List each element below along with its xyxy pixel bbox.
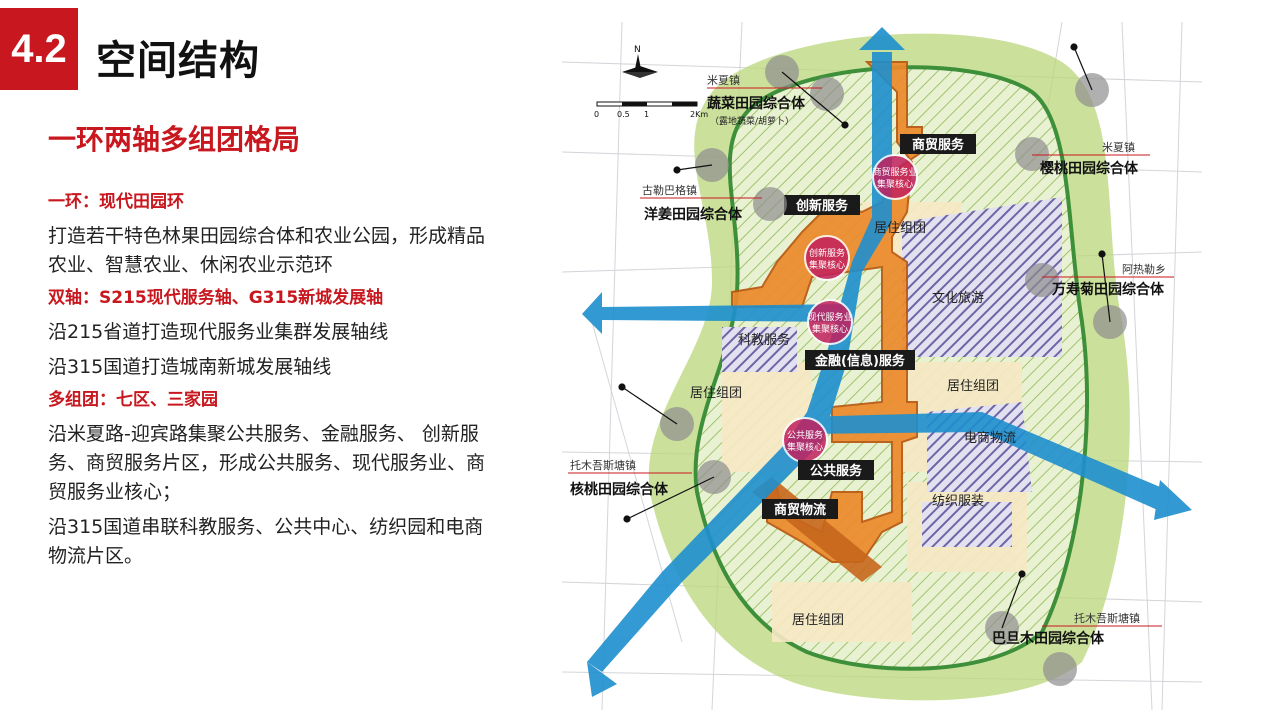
zone-label-kejiao: 科教服务 — [738, 332, 790, 348]
text-block: 一环：现代田园环 打造若干特色林果田园综合体和农业公园，形成精品农业、智慧农业、… — [48, 190, 488, 577]
body-axis-315: 沿315国道打造城南新城发展轴线 — [48, 356, 332, 378]
scale-tick-1: 1 — [644, 110, 649, 119]
service-cores — [782, 154, 918, 463]
scale-tick-2: 2Km — [690, 110, 708, 119]
park-name-4: 万寿菊田园综合体 — [1051, 281, 1165, 298]
body-clusters-2: 沿315国道串联科教服务、公共中心、纺织园和电商物流片区。 — [48, 516, 484, 567]
zone-label-shangmao: 商贸服务 — [912, 137, 965, 153]
park-town-3: 古勒巴格镇 — [642, 183, 697, 197]
scale-bar: 0 0.5 1 2Km — [594, 101, 708, 119]
purple-zones — [722, 197, 1062, 547]
park-town-5: 托木吾斯塘镇 — [570, 458, 636, 472]
zone-label-juzhu4: 居住组团 — [792, 613, 844, 628]
heading-clusters: 多组团：七区、三家园 — [48, 390, 218, 410]
park-note-1: （露地蔬菜/胡萝卜） — [710, 115, 794, 127]
section-title: 空间结构 — [96, 38, 260, 84]
north-label: N — [634, 45, 641, 55]
zone-label-juzhu2: 居住组团 — [690, 386, 742, 401]
park-leaders — [618, 43, 1111, 629]
park-town-6: 托木吾斯塘镇 — [1074, 611, 1140, 625]
zone-label-gonggong: 公共服务 — [810, 463, 863, 479]
park-name-3: 洋姜田园综合体 — [644, 206, 743, 223]
park-name-1: 蔬菜田园综合体 — [707, 95, 806, 112]
park-town-4: 阿热勒乡 — [1122, 263, 1166, 276]
spatial-structure-map: 商贸服务业 集聚核心 创新服务 集聚核心 现代服务业 集聚核心 公共服务 集聚核… — [562, 22, 1202, 710]
heading-ring: 一环：现代田园环 — [48, 192, 184, 212]
scale-tick-05: 0.5 — [617, 110, 630, 119]
core-label-1b: 集聚核心 — [877, 178, 913, 190]
body-axis-215: 沿215省道打造现代服务业集群发展轴线 — [48, 321, 389, 343]
park-town-1: 米夏镇 — [707, 73, 740, 87]
core-label-3a: 现代服务业 — [807, 311, 852, 323]
park-town-2: 米夏镇 — [1102, 140, 1135, 154]
core-label-4a: 公共服务 — [787, 429, 823, 441]
subtitle: 一环两轴多组团格局 — [48, 123, 301, 156]
park-name-2: 樱桃田园综合体 — [1040, 160, 1139, 177]
zone-label-fangzhi: 纺织服装 — [932, 494, 984, 509]
body-clusters-1: 沿米夏路-迎宾路集聚公共服务、金融服务、 创新服务、商贸服务片区，形成公共服务、… — [48, 423, 486, 503]
scale-tick-0: 0 — [594, 110, 599, 119]
zone-label-chuangxin: 创新服务 — [795, 198, 849, 214]
core-label-3b: 集聚核心 — [812, 323, 848, 335]
zone-label-juzhu1: 居住组团 — [874, 221, 926, 236]
body-ring: 打造若干特色林果田园综合体和农业公园，形成精品农业、智慧农业、休闲农业示范环 — [48, 225, 486, 276]
park-name-5: 核桃田园综合体 — [570, 481, 669, 498]
park-name-6: 巴旦木田园综合体 — [992, 630, 1105, 647]
zone-label-jinrong: 金融(信息)服务 — [814, 353, 906, 369]
core-label-1a: 商贸服务业 — [872, 166, 917, 178]
heading-axes: 双轴：S215现代服务轴、G315新城发展轴 — [48, 288, 384, 308]
north-arrow: N — [622, 45, 658, 78]
zone-label-shangmaowuliu: 商贸物流 — [774, 502, 826, 518]
zone-label-wenhua: 文化旅游 — [932, 291, 984, 306]
core-label-2b: 集聚核心 — [809, 259, 845, 271]
section-number-badge: 4.2 — [0, 8, 78, 90]
core-label-2a: 创新服务 — [809, 247, 845, 259]
core-label-4b: 集聚核心 — [787, 441, 823, 453]
zone-label-dianshang: 电商物流 — [964, 431, 1016, 446]
zone-label-juzhu3: 居住组团 — [947, 379, 999, 394]
